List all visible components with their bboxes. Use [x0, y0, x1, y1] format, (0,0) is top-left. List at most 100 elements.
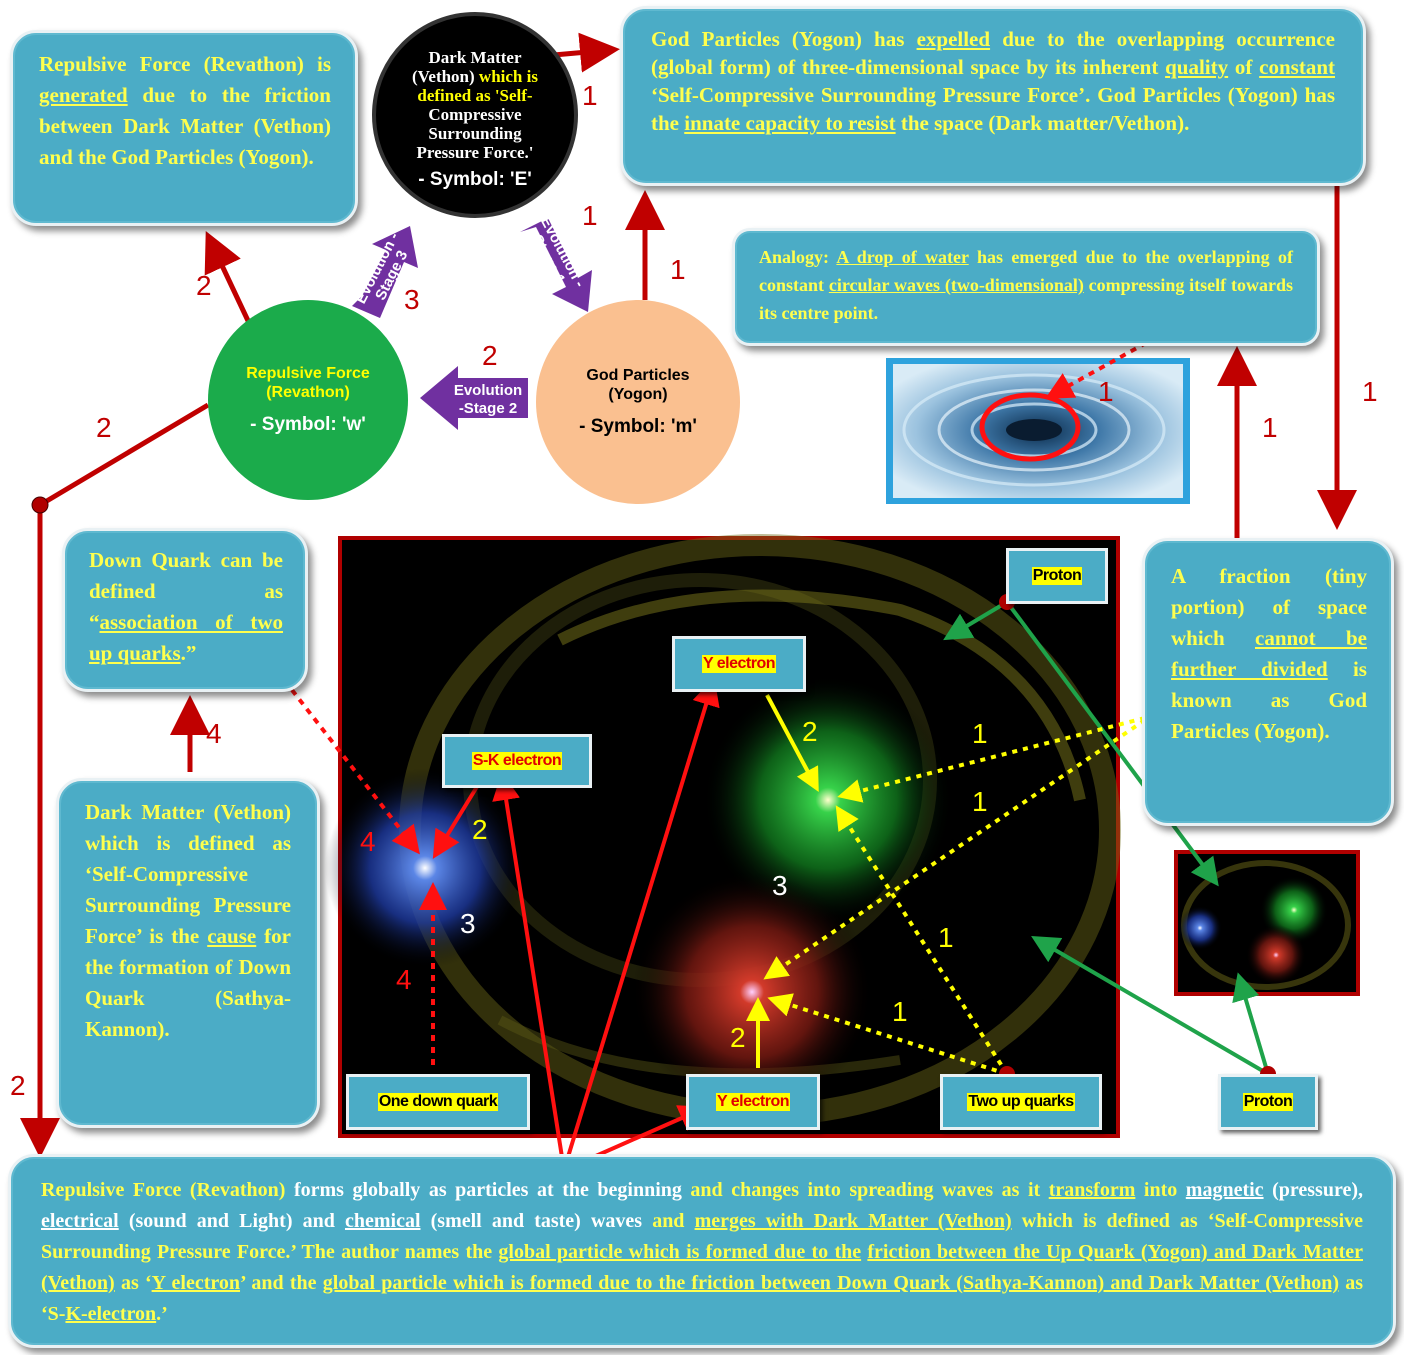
text-underlined: Y electron	[151, 1272, 241, 1294]
text: which is defined as ‘Self-Compressive Su…	[41, 1210, 1363, 1263]
analogy-box: Analogy: A drop of water has emerged due…	[732, 228, 1320, 346]
dark-matter-surrounding: Surrounding	[428, 123, 522, 143]
revathon-title: Repulsive Force	[246, 365, 370, 382]
text-underlined: merges with Dark Matter (Vethon)	[694, 1210, 1012, 1232]
step-number: 2	[730, 1022, 746, 1053]
step-number: 2	[802, 716, 818, 747]
dark-matter-compressive: Compressive	[428, 104, 522, 124]
step-number: 1	[972, 718, 988, 749]
text: Down Quark can be defined as “	[89, 548, 283, 634]
step-number: 4	[206, 718, 222, 749]
text-underlined: cannot be further divided	[1171, 626, 1367, 681]
label-text: Y electron	[701, 655, 777, 673]
text-underlined: quality	[1165, 55, 1229, 79]
text-underlined: cause	[207, 924, 257, 948]
step-number: 1	[1262, 412, 1278, 443]
step-number: 3	[772, 870, 788, 901]
revathon-summary-box: Repulsive Force (Revathon) forms globall…	[8, 1154, 1396, 1348]
text: has emerged due to the overlapping of co…	[759, 247, 1294, 295]
text: Analogy:	[759, 247, 837, 267]
evolution-stage-3-arrow	[352, 226, 418, 318]
label-y-electron-bottom: Y electron	[686, 1074, 820, 1130]
dark-matter-vethon: (Vethon)	[412, 66, 475, 86]
text-underlined: friction between the Up Quark (Yogon) an…	[41, 1241, 1363, 1294]
text: as ‘S-	[41, 1272, 1363, 1325]
step-number: 2	[482, 340, 498, 371]
dark-matter-defined: defined as 'Self-	[417, 85, 533, 105]
repulsive-force-circle: Repulsive Force (Revathon) - Symbol: 'w'	[208, 300, 408, 500]
fraction-space-box: A fraction (tiny portion) of space which…	[1142, 538, 1394, 826]
dark-matter-cause-box: Dark Matter (Vethon) which is defined as…	[56, 778, 320, 1128]
step-number: 4	[360, 826, 376, 857]
text: due to the friction between Dark Matter …	[39, 83, 331, 169]
text: (sound and Light) and	[118, 1210, 345, 1232]
text: Repulsive Force (Revathon)	[41, 1179, 286, 1201]
evolution-stage-2-line-2: -Stage 2	[458, 400, 518, 417]
text: forms globally as particles at the begin…	[285, 1179, 691, 1201]
text: Repulsive Force (Revathon) is	[39, 52, 331, 76]
water-drop-image	[886, 358, 1190, 504]
step-number: 1	[582, 200, 598, 231]
dark-matter-circle: Dark Matter (Vethon) which is defined as…	[372, 12, 578, 218]
label-proton-top: Proton	[1006, 548, 1108, 604]
text-underlined: A drop of water	[836, 247, 969, 267]
label-y-electron-top: Y electron	[672, 636, 806, 692]
text-underlined: generated	[39, 83, 128, 107]
label-text: Proton	[1031, 567, 1083, 585]
small-proton-image	[1174, 850, 1360, 996]
yogon-subtitle: (Yogon)	[608, 386, 668, 403]
text: and	[652, 1210, 695, 1232]
text: .”	[180, 641, 197, 665]
evolution-stage-2-label: Evolution -Stage 2	[446, 382, 530, 418]
step-number: 2	[96, 412, 112, 443]
dark-matter-title: Dark Matter	[428, 47, 522, 67]
repulsive-force-generated-box: Repulsive Force (Revathon) is generated …	[10, 30, 358, 226]
step-number: 1	[892, 996, 908, 1027]
label-proton-right: Proton	[1218, 1074, 1318, 1130]
text-underlined: association of two up quarks	[89, 610, 283, 665]
step-number: 1	[938, 922, 954, 953]
label-text: Two up quarks	[967, 1093, 1075, 1111]
text: into	[1135, 1179, 1186, 1201]
text-underlined: innate capacity to resist	[684, 111, 896, 135]
text-underlined: chemical	[344, 1210, 421, 1232]
evolution-stage-2-arrow	[420, 366, 528, 430]
yogon-symbol: - Symbol: 'm'	[579, 416, 697, 437]
step-number: 1	[1362, 376, 1378, 407]
text: compressing itself towards its centre po…	[759, 275, 1293, 323]
god-particles-expelled-box: God Particles (Yogon) has expelled due t…	[620, 6, 1366, 186]
text-underlined: global particle which is formed due to t…	[322, 1272, 1339, 1294]
text: of	[1228, 55, 1260, 79]
text: ‘Self-Compressive Surrounding Pressure F…	[651, 83, 1335, 135]
step-number: 1	[972, 786, 988, 817]
yogon-title: God Particles	[586, 367, 690, 384]
label-sk-electron: S-K electron	[442, 734, 592, 788]
evolution-stage-1-arrow	[520, 218, 592, 312]
step-number: 4	[396, 964, 412, 995]
label-text: Proton	[1242, 1093, 1294, 1111]
evolution-stage-2-line-1: Evolution	[453, 382, 523, 399]
text: (smell and taste) waves	[420, 1210, 653, 1232]
label-text: One down quark	[377, 1093, 499, 1111]
down-quark-box: Down Quark can be defined as “associatio…	[62, 528, 308, 692]
text: the space (Dark matter/Vethon).	[895, 111, 1190, 135]
text-underlined: K-electron	[65, 1303, 157, 1325]
text-underlined: expelled	[916, 27, 991, 51]
text: as ‘	[114, 1272, 152, 1294]
text: for the formation of Down Quark (Sathya-…	[85, 924, 291, 1041]
text-underlined: magnetic	[1185, 1179, 1264, 1201]
dark-matter-pressure: Pressure Force.'	[416, 142, 534, 162]
text: God Particles (Yogon) has	[651, 27, 917, 51]
revathon-subtitle: (Revathon)	[266, 384, 350, 401]
label-one-down-quark: One down quark	[346, 1074, 530, 1130]
text-underlined: global particle which is formed due to t…	[498, 1241, 862, 1263]
step-number: 2	[196, 270, 212, 301]
step-number: 2	[10, 1070, 26, 1101]
text: is known as God Particles (Yogon).	[1171, 657, 1367, 743]
revathon-symbol: - Symbol: 'w'	[250, 414, 366, 435]
text: and changes into spreading waves as it	[690, 1179, 1049, 1201]
text: due to the overlapping occurrence (globa…	[651, 27, 1335, 79]
text: (pressure),	[1263, 1179, 1364, 1201]
step-number: 1	[670, 254, 686, 285]
label-text: S-K electron	[471, 752, 563, 770]
